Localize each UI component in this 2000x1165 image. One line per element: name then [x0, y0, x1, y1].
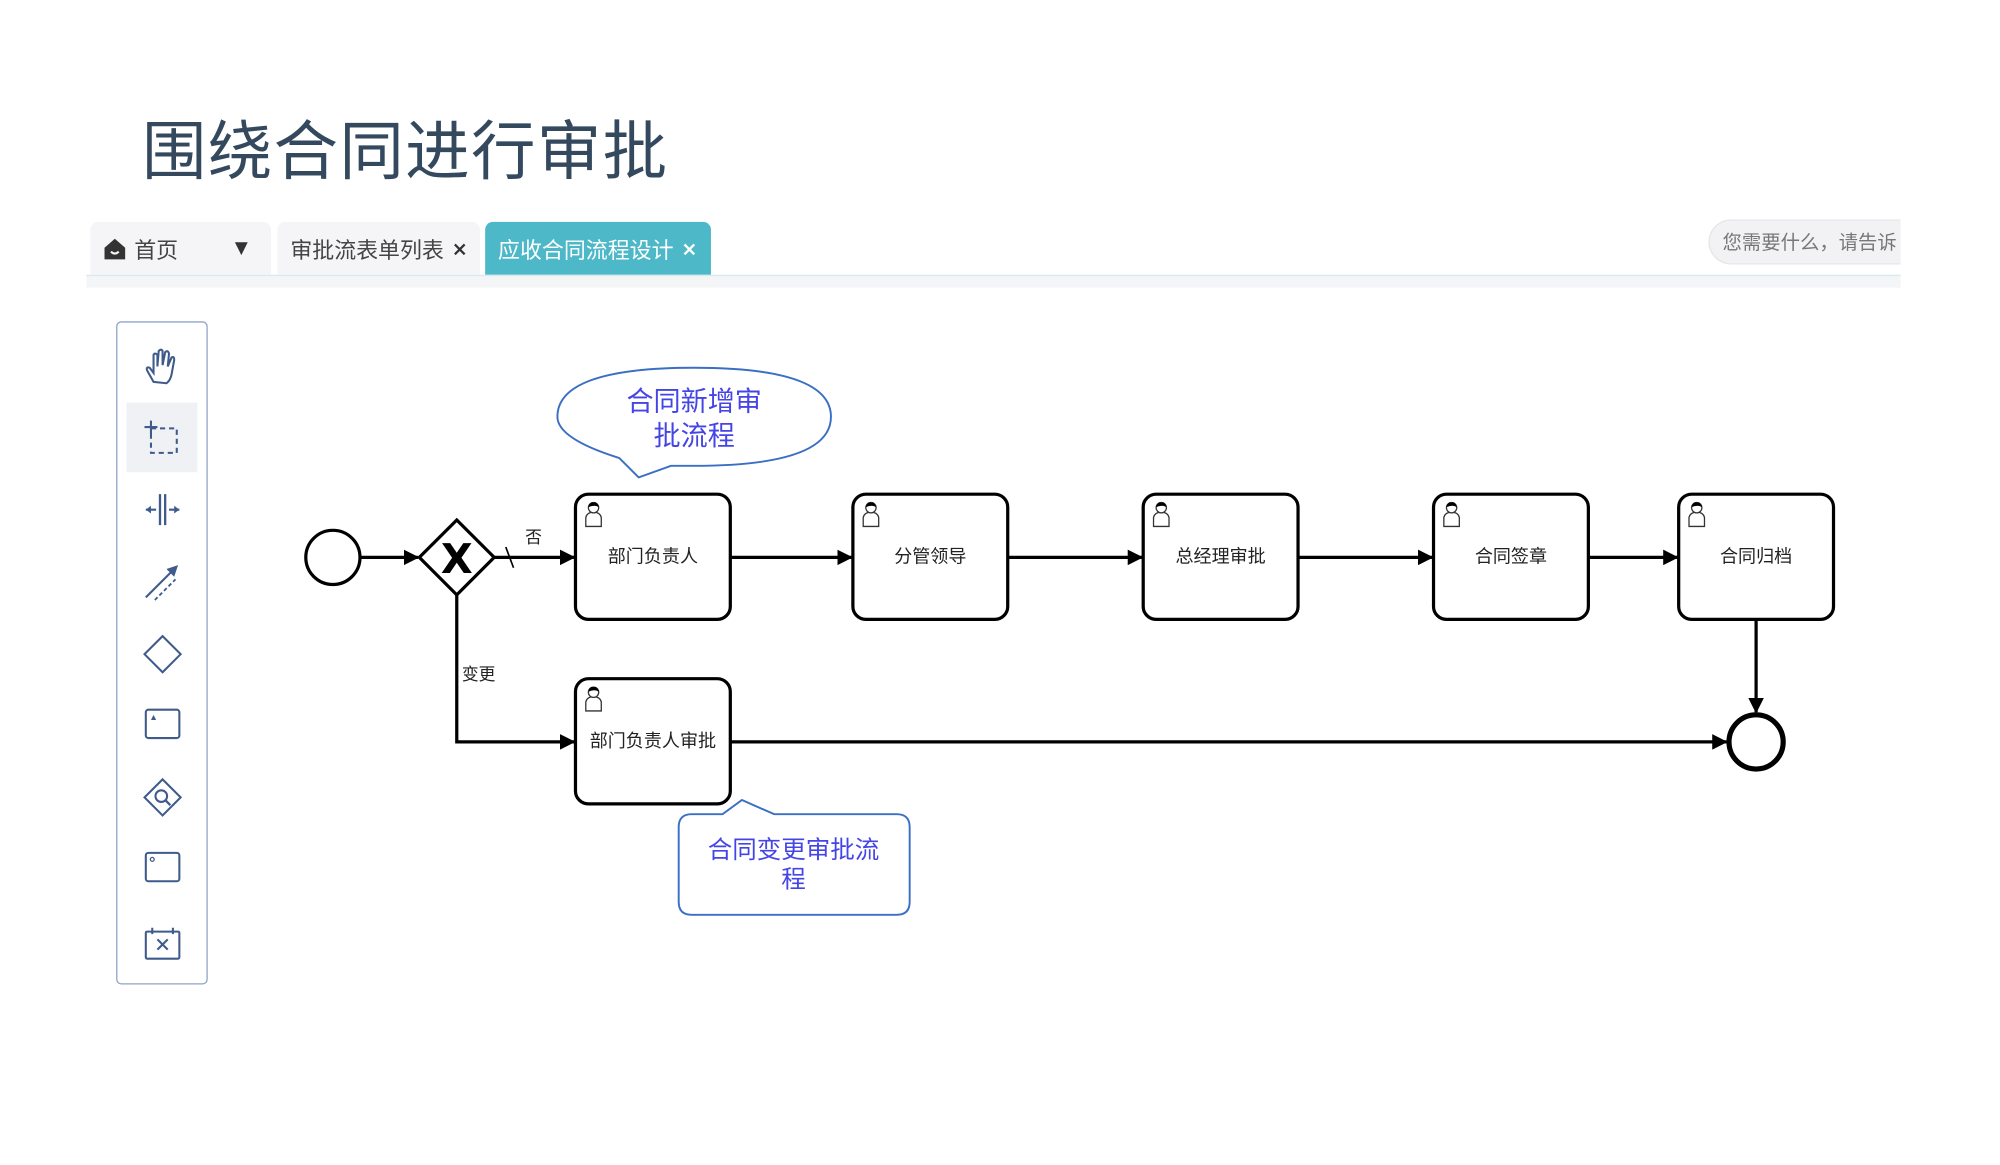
cancel-tool-button[interactable] — [126, 908, 197, 978]
search-diamond-icon — [142, 777, 182, 817]
close-icon[interactable]: × — [451, 236, 468, 260]
close-icon[interactable]: × — [681, 236, 698, 260]
tool-palette — [116, 321, 208, 985]
gateway-tool-button[interactable] — [126, 619, 197, 689]
flow-label-no: 否 — [525, 527, 542, 547]
callout-change-contract[interactable]: 合同变更审批流 程 — [677, 798, 911, 916]
task-label: 部门负责人 — [608, 547, 698, 568]
hand-tool-button[interactable] — [126, 332, 197, 402]
user-task-gm-approval[interactable]: 总经理审批 — [1141, 492, 1300, 621]
subprocess-icon — [144, 851, 180, 883]
connect-arrow-icon — [144, 565, 178, 601]
callout-text: 合同变更审批流 — [708, 835, 879, 864]
default-flow-marker — [505, 546, 515, 569]
user-task-tool-button[interactable] — [126, 689, 197, 759]
task-icon — [144, 708, 180, 740]
user-icon — [1443, 501, 1460, 528]
tab-label: 应收合同流程设计 — [498, 238, 674, 265]
hand-icon — [145, 348, 175, 385]
tab-form-list[interactable]: 审批流表单列表 × — [277, 221, 480, 275]
callout-new-contract[interactable]: 合同新增审 批流程 — [556, 366, 832, 479]
user-task-dept-head[interactable]: 部门负责人 — [573, 492, 732, 621]
search-input[interactable]: 您需要什么，请告诉 — [1708, 219, 1901, 265]
end-event[interactable] — [1726, 712, 1786, 772]
task-label: 合同签章 — [1475, 547, 1547, 568]
lasso-tool-button[interactable] — [126, 402, 198, 473]
callout-text: 合同新增审 — [626, 386, 761, 417]
tab-contract-process-design[interactable]: 应收合同流程设计 × — [485, 221, 711, 275]
flow-label-change: 变更 — [462, 664, 496, 684]
start-event[interactable] — [304, 528, 362, 587]
exclusive-gateway[interactable]: X — [417, 517, 497, 598]
lasso-icon — [143, 420, 178, 454]
user-icon — [862, 501, 880, 528]
user-icon — [585, 686, 602, 712]
gateway-marker: X — [441, 535, 473, 583]
task-label: 分管领导 — [894, 547, 966, 568]
user-icon — [1152, 501, 1170, 528]
calendar-x-icon — [144, 927, 180, 960]
search-placeholder: 您需要什么，请告诉 — [1722, 230, 1897, 255]
diamond-icon — [142, 634, 182, 674]
home-icon — [104, 238, 126, 259]
user-icon — [1688, 501, 1706, 528]
sequence-flow-change[interactable] — [455, 594, 576, 750]
user-task-division-lead[interactable]: 分管领导 — [851, 492, 1010, 621]
connect-tool-button[interactable] — [126, 547, 197, 617]
tab-label: 审批流表单列表 — [290, 238, 444, 265]
task-label: 合同归档 — [1720, 547, 1792, 568]
user-icon — [585, 501, 602, 528]
user-task-contract-archive[interactable]: 合同归档 — [1677, 492, 1836, 621]
chevron-down-icon[interactable]: ▼ — [234, 238, 248, 259]
callout-text: 程 — [781, 865, 806, 894]
task-label: 总经理审批 — [1176, 547, 1266, 568]
page-title: 围绕合同进行审批 — [141, 114, 669, 190]
task-label: 部门负责人审批 — [590, 731, 716, 752]
tab-label: 首页 — [134, 238, 179, 265]
tab-bar-strip — [86, 274, 1901, 288]
user-task-contract-seal[interactable]: 合同签章 — [1431, 492, 1590, 621]
tab-home[interactable]: 首页 ▼ — [90, 221, 271, 275]
space-tool-icon — [145, 494, 179, 526]
user-task-dept-head-approval[interactable]: 部门负责人审批 — [573, 677, 732, 806]
subprocess-tool-button[interactable] — [126, 832, 197, 902]
callout-text: 批流程 — [654, 421, 735, 452]
space-tool-button[interactable] — [126, 475, 197, 545]
tab-bar: 首页 ▼ 审批流表单列表 × 应收合同流程设计 × 您需要什么，请告诉 — [86, 219, 1901, 288]
search-gateway-tool-button[interactable] — [126, 763, 197, 833]
